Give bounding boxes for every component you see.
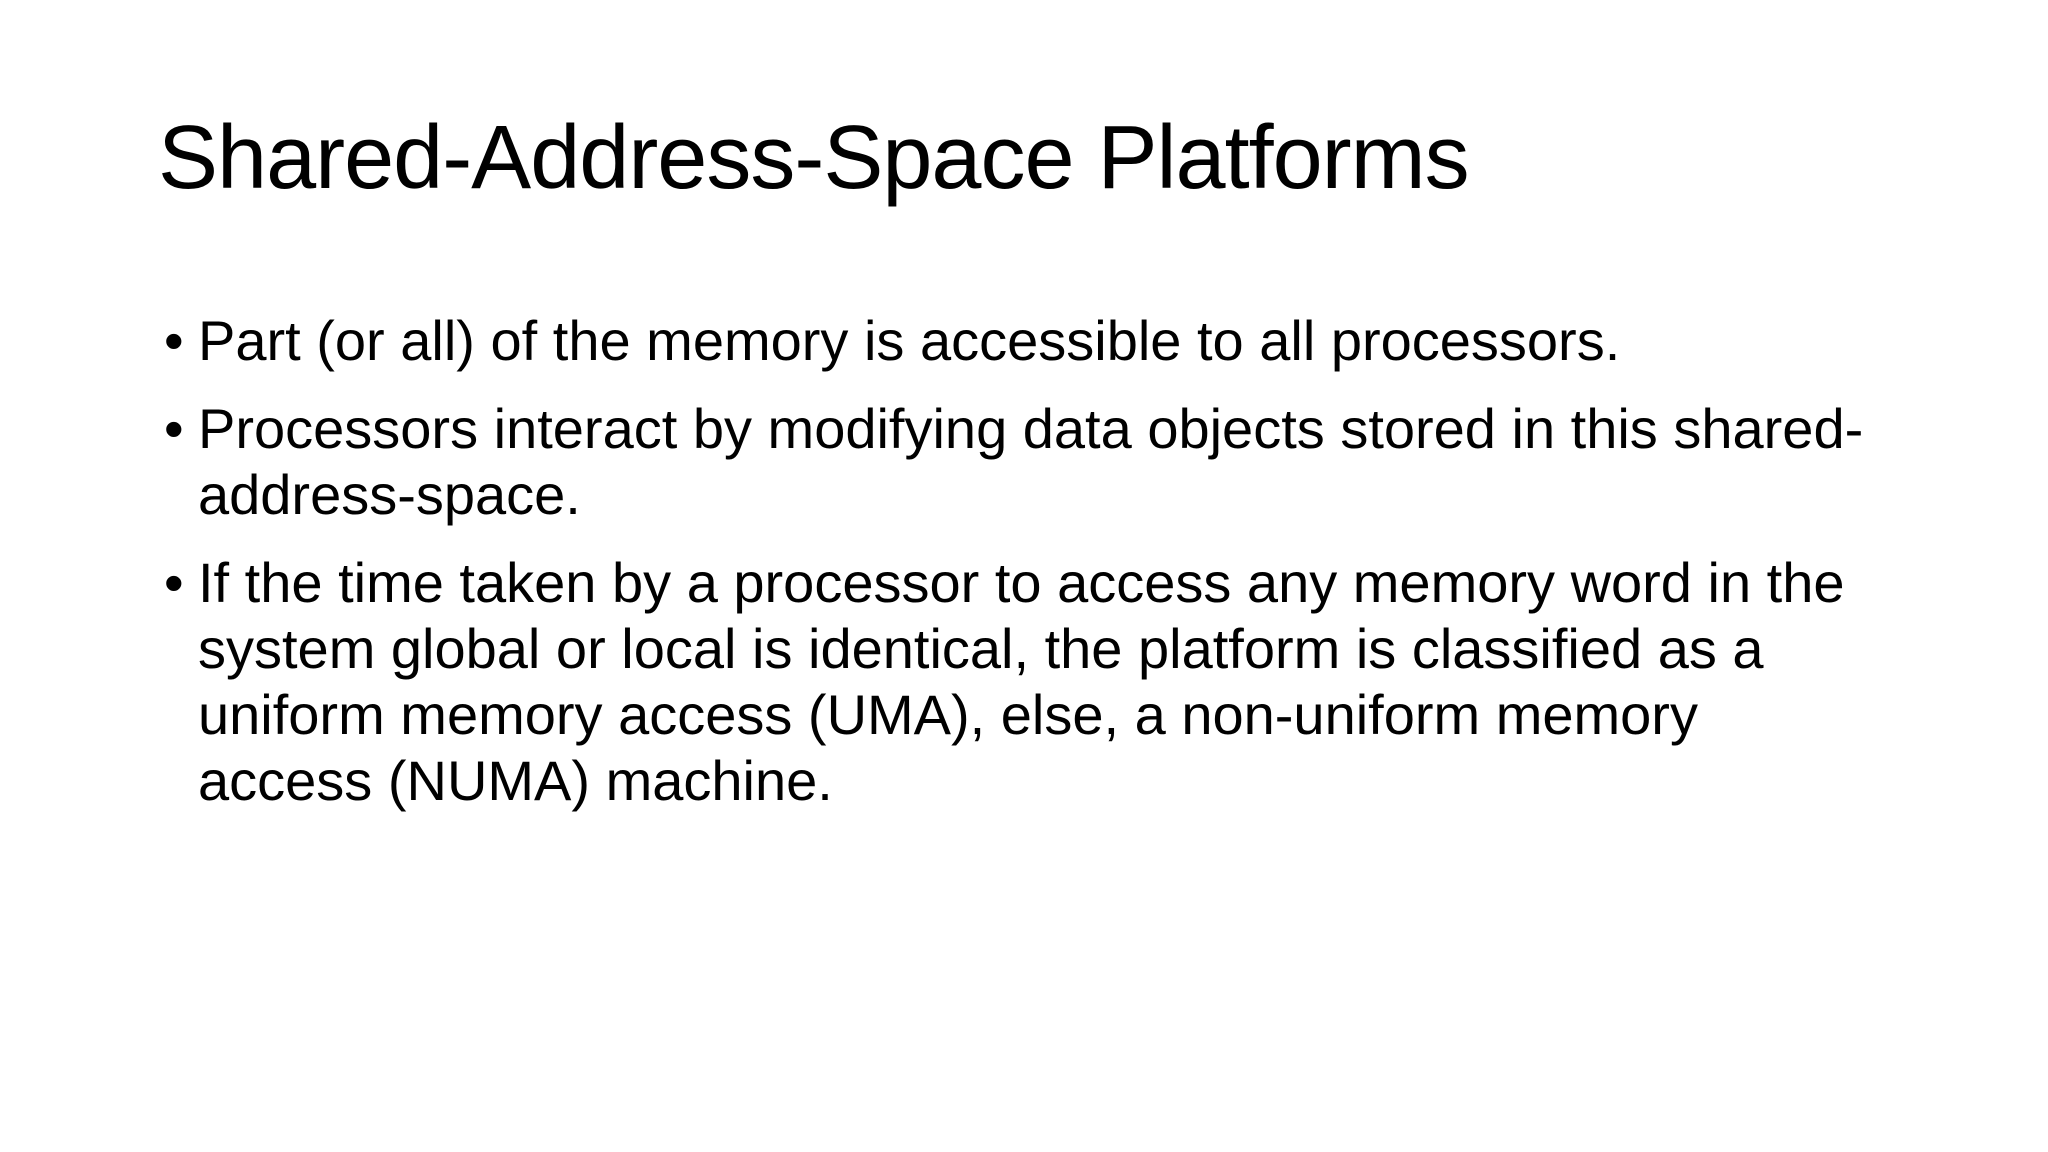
bullet-text: Processors interact by modifying data ob… [198, 397, 1864, 527]
slide-title: Shared-Address-Space Platforms [158, 108, 1470, 208]
bullet-marker-icon: • [164, 397, 184, 461]
bullet-item: • Part (or all) of the memory is accessi… [164, 308, 1864, 374]
bullet-list: • Part (or all) of the memory is accessi… [164, 308, 1864, 837]
bullet-marker-icon: • [164, 551, 184, 615]
bullet-text: Part (or all) of the memory is accessibl… [198, 309, 1621, 372]
bullet-text: If the time taken by a processor to acce… [198, 551, 1845, 813]
bullet-marker-icon: • [164, 309, 184, 372]
bullet-item: • If the time taken by a processor to ac… [164, 550, 1864, 814]
bullet-item: • Processors interact by modifying data … [164, 396, 1864, 528]
